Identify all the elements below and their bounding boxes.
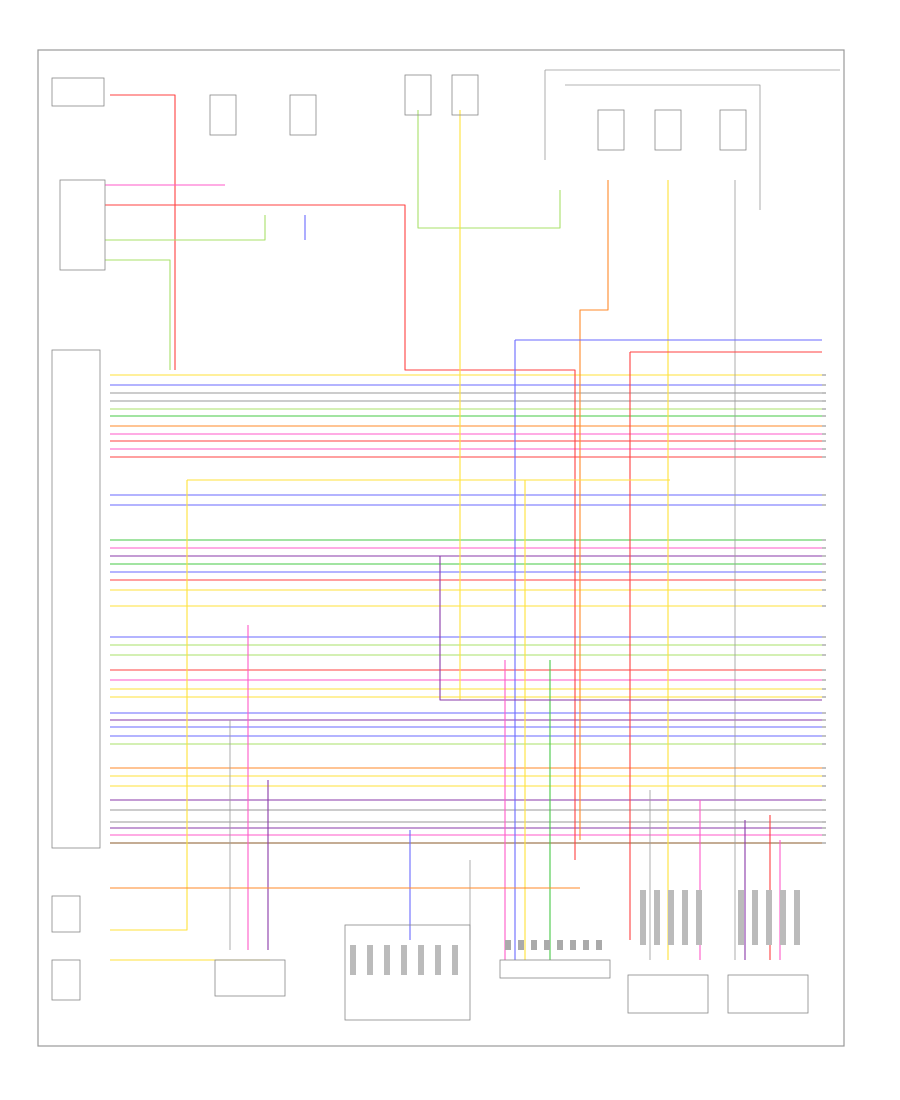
connector-pin bbox=[544, 940, 550, 950]
connector-pin bbox=[738, 890, 744, 945]
relay-block bbox=[404, 74, 432, 116]
connector-pin bbox=[505, 940, 511, 950]
diagram-frame bbox=[37, 49, 845, 1047]
connector-pin bbox=[367, 945, 373, 975]
center-connector-a bbox=[214, 959, 286, 997]
connector-pin bbox=[452, 945, 458, 975]
right-mirror bbox=[727, 974, 809, 1014]
connector-pin bbox=[518, 940, 524, 950]
wire bbox=[417, 110, 561, 229]
wire bbox=[439, 556, 822, 701]
remote-control-unit bbox=[499, 959, 611, 979]
relay-block bbox=[451, 74, 479, 116]
wire bbox=[579, 180, 609, 840]
wire bbox=[565, 84, 761, 210]
relay-block bbox=[719, 109, 747, 151]
door-contact-switch bbox=[51, 77, 105, 107]
door-lock-motor bbox=[59, 179, 106, 271]
connector-pin bbox=[350, 945, 356, 975]
connector-pin bbox=[696, 890, 702, 945]
wire bbox=[105, 215, 266, 241]
connector-pin bbox=[766, 890, 772, 945]
connector-pin bbox=[752, 890, 758, 945]
connector-pin bbox=[654, 890, 660, 945]
main-control-module bbox=[51, 349, 101, 849]
relay-block bbox=[209, 94, 237, 136]
connector-pin bbox=[418, 945, 424, 975]
left-trunk-switch bbox=[51, 959, 81, 1001]
relay-block bbox=[654, 109, 682, 151]
wire bbox=[105, 259, 171, 370]
wire-layer bbox=[105, 69, 840, 961]
relay-block bbox=[289, 94, 317, 136]
connector-pin bbox=[435, 945, 441, 975]
connector-pin bbox=[596, 940, 602, 950]
connector-pin bbox=[780, 890, 786, 945]
wire bbox=[110, 94, 176, 370]
component-layer bbox=[51, 74, 826, 1021]
connector-pin bbox=[384, 945, 390, 975]
connector-pin bbox=[682, 890, 688, 945]
wire bbox=[110, 480, 188, 931]
connector-pin bbox=[531, 940, 537, 950]
connector-pin bbox=[557, 940, 563, 950]
connector-pin bbox=[640, 890, 646, 945]
wire bbox=[105, 204, 576, 860]
connector-pin bbox=[668, 890, 674, 945]
center-connector-b bbox=[344, 924, 471, 1021]
relay-block bbox=[597, 109, 625, 151]
connector-pin bbox=[583, 940, 589, 950]
left-mirror bbox=[627, 974, 709, 1014]
connector-pin bbox=[401, 945, 407, 975]
connector-pin bbox=[570, 940, 576, 950]
trunk-switch bbox=[51, 895, 81, 933]
connector-pin bbox=[794, 890, 800, 945]
